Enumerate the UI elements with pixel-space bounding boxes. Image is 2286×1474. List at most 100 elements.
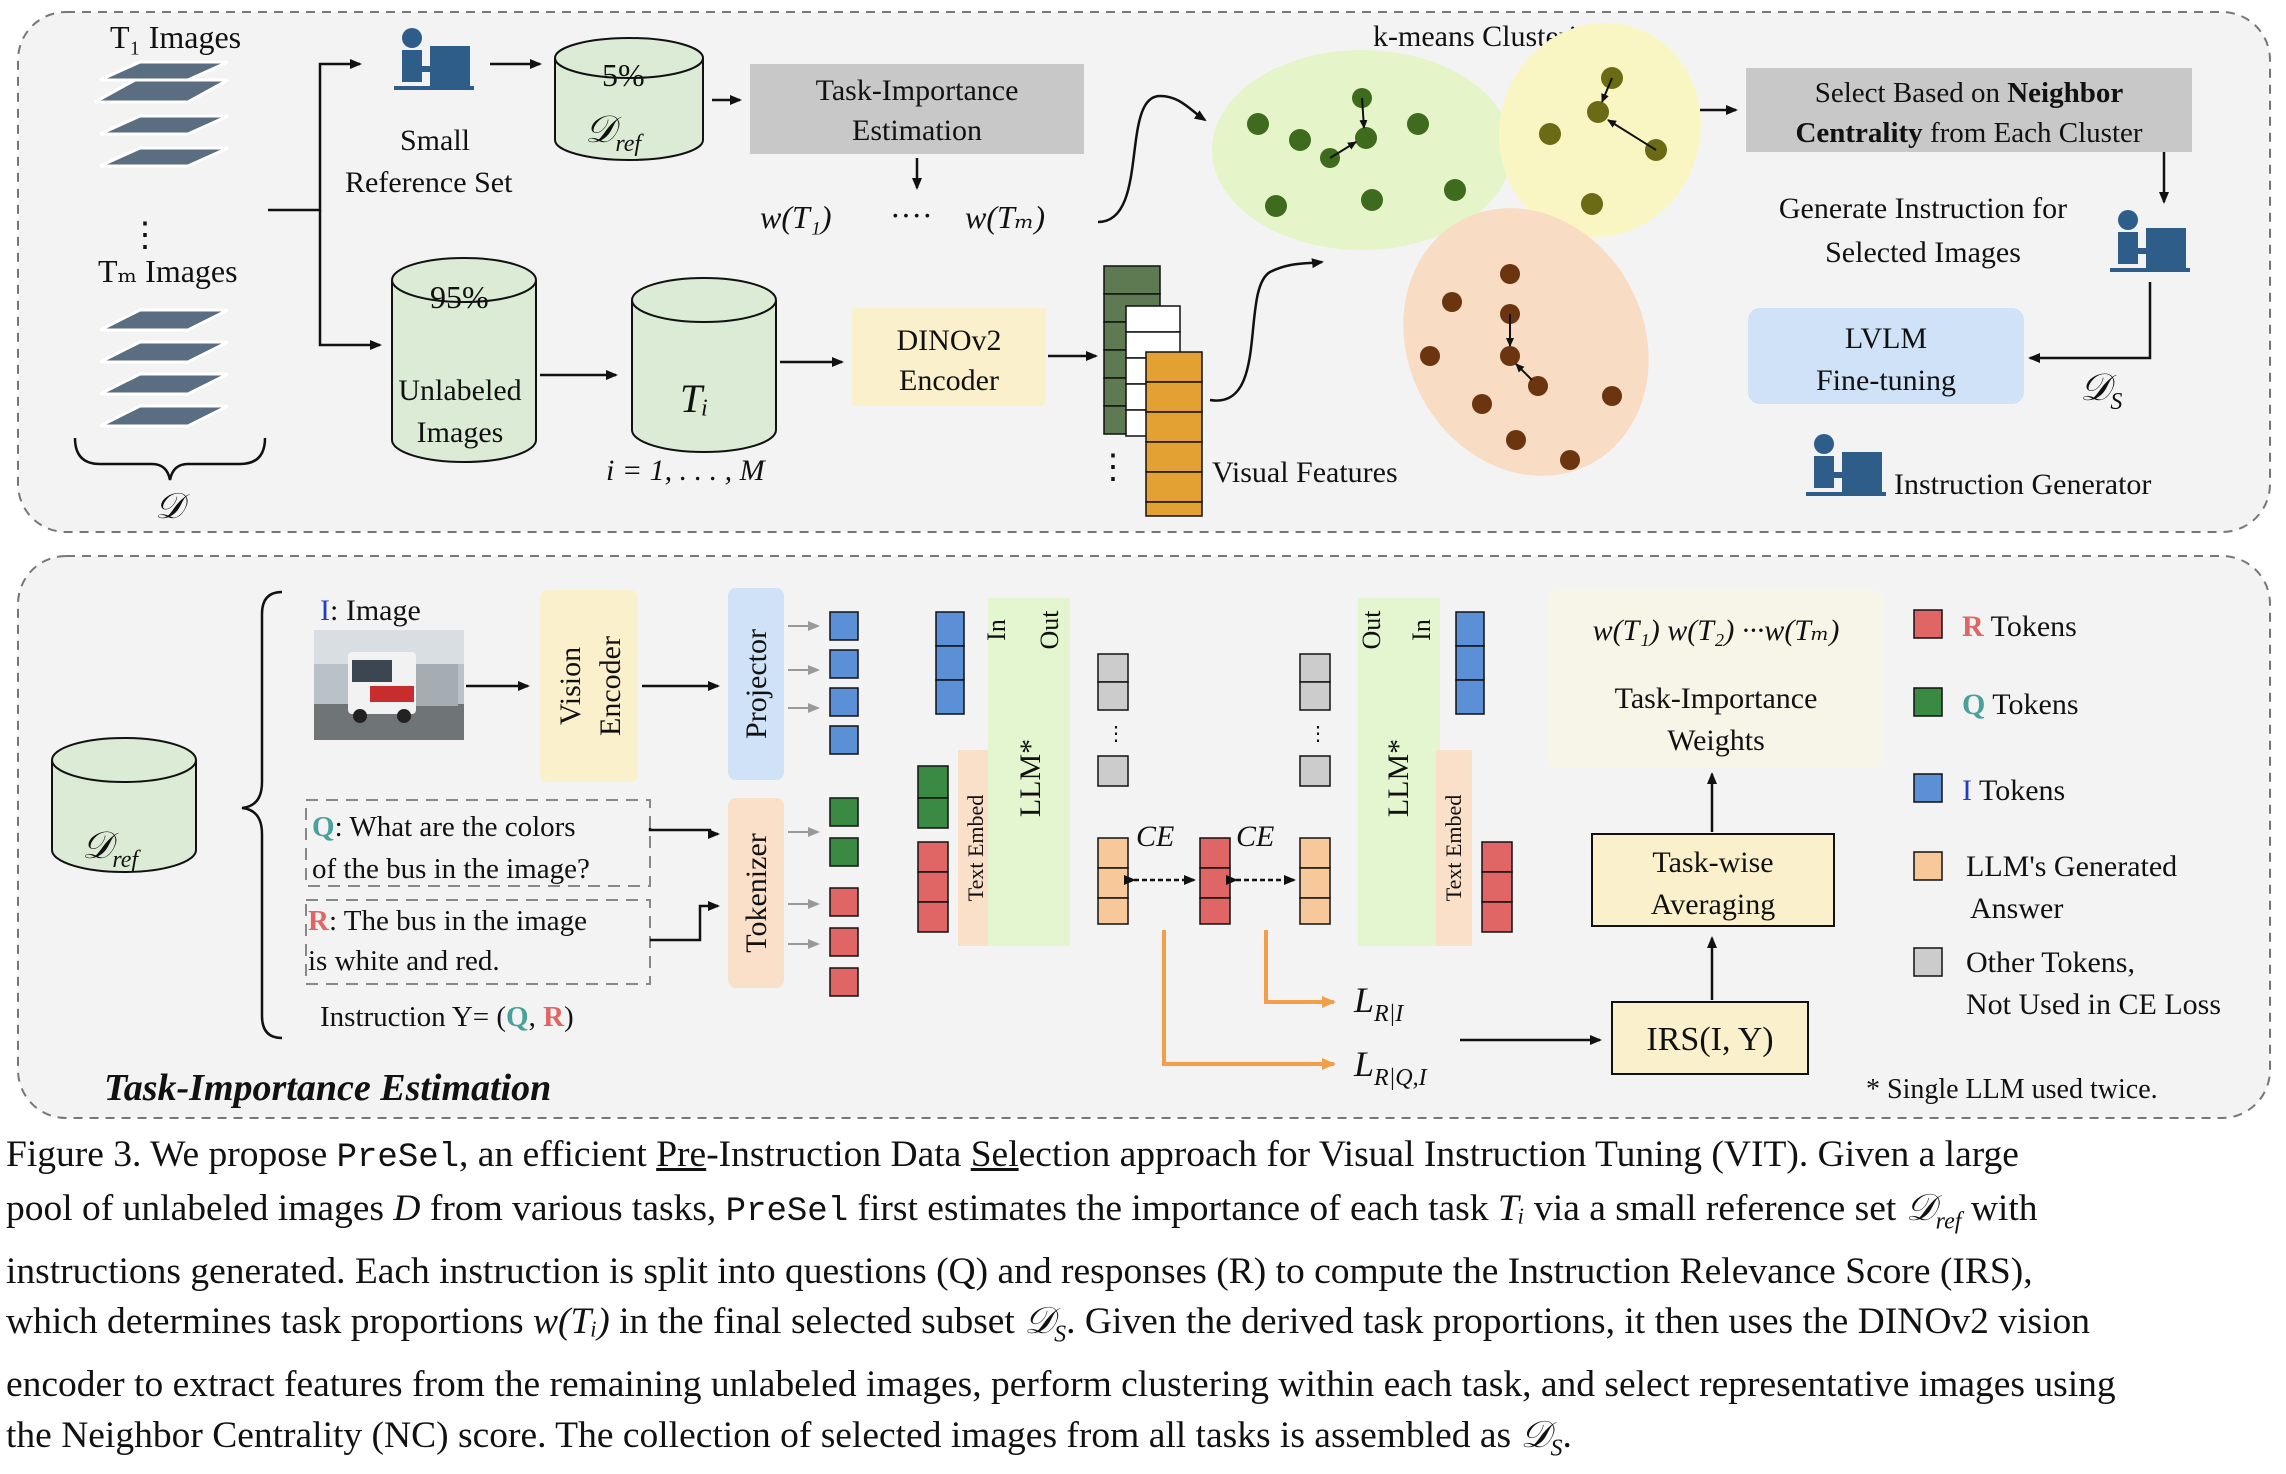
select-line1: Select Based on Neighbor xyxy=(1815,77,2124,109)
tie-line1: Task-Importance xyxy=(816,74,1019,107)
lvlm-line1: LVLM xyxy=(1845,322,1927,355)
ce-left: CE xyxy=(1136,820,1174,853)
lvlm-finetuning-box xyxy=(1748,308,2024,404)
cluster-green-link1 xyxy=(1359,97,1368,129)
loss-arrow-r-qi xyxy=(1162,930,1336,1070)
loss-r-i: LR|I xyxy=(1353,980,1404,1027)
caption-line-6: the Neighbor Centrality (NC) score. The … xyxy=(6,1414,1572,1462)
input-brace xyxy=(241,590,283,1040)
legend-swatch-r xyxy=(1913,609,1943,639)
question-box xyxy=(305,799,651,887)
llm2-generated-answer xyxy=(1299,837,1331,925)
question-tokens-column xyxy=(829,797,859,867)
caption-line-1: Figure 3. We propose PreSel, an efficien… xyxy=(6,1134,2019,1177)
arrow-to-ref xyxy=(268,59,362,212)
llm2-image-tokens xyxy=(1455,611,1485,715)
legend-r: R Tokens xyxy=(1962,610,2077,643)
arrow-features-to-clusters xyxy=(1209,258,1324,402)
unlabeled-percent: 95% xyxy=(430,279,489,315)
image-label: I: Image xyxy=(320,594,421,627)
caption-line-4: which determines task proportions w(Tᵢ) … xyxy=(6,1301,2090,1348)
arrow-to-lvlm xyxy=(2028,282,2152,363)
select-box xyxy=(1746,68,2192,152)
tokenizer-box xyxy=(728,798,784,988)
visual-features-label: Visual Features xyxy=(1212,456,1398,489)
question-line2: of the bus in the image? xyxy=(312,853,590,885)
task-wise-line1: Task-wise xyxy=(1652,846,1773,879)
arrow-response-to-tokenizer xyxy=(650,901,720,942)
instruction-generator-icon-2 xyxy=(2110,210,2190,272)
task-cylinder xyxy=(631,277,777,453)
caption-line-3: instructions generated. Each instruction… xyxy=(6,1250,2033,1292)
vision-encoder-line2: Encoder xyxy=(594,636,627,736)
feature-dots: ⋮ xyxy=(1096,449,1130,486)
legend-generated-line2: Answer xyxy=(1970,892,2063,925)
irs-label: IRS(I, Y) xyxy=(1646,1021,1773,1058)
llm1-box xyxy=(988,598,1070,946)
llm2-box xyxy=(1358,598,1440,946)
cluster-yellow-link1 xyxy=(1601,77,1613,103)
small-ref-line2: Reference Set xyxy=(345,166,513,199)
task-wise-averaging-box xyxy=(1591,833,1835,927)
llm2-in-label: In xyxy=(1407,619,1436,641)
llm2-text-embed-label: Text Embed xyxy=(1441,795,1466,902)
llm2-out-label: Out xyxy=(1357,610,1386,650)
vision-encoder-box xyxy=(540,590,638,782)
response-line2: is white and red. xyxy=(308,945,500,977)
legend-other-line1: Other Tokens, xyxy=(1966,946,2135,979)
lvlm-line2: Fine-tuning xyxy=(1816,364,1956,397)
tokenizer-label: Tokenizer xyxy=(740,833,773,953)
legend: R Tokens Q Tokens I Tokens LLM's Generat… xyxy=(1913,609,2221,1021)
figure-caption: Figure 3. We propose PreSel, an efficien… xyxy=(6,1130,2278,1474)
dinov2-line1: DINOv2 xyxy=(897,324,1002,357)
task-importance-box xyxy=(750,64,1084,154)
llm1-token-dots: ⋮ xyxy=(1106,723,1126,745)
llm2-text-embed xyxy=(1436,750,1472,946)
task-i-symbol: Tᵢ xyxy=(680,376,709,421)
vertical-dots: ⋮ xyxy=(128,217,162,254)
cluster-peach-points xyxy=(1420,264,1622,470)
t1-image-stack xyxy=(94,60,229,168)
dinov2-line2: Encoder xyxy=(899,364,999,397)
tm-images-label: Tₘ Images xyxy=(98,253,238,289)
task-importance-weights-box xyxy=(1548,590,1884,768)
ce-right: CE xyxy=(1236,820,1274,853)
legend-swatch-other xyxy=(1913,947,1943,977)
generate-line1: Generate Instruction for xyxy=(1779,192,2067,225)
llm1-in-label: In xyxy=(982,619,1011,641)
llm1-label: LLM* xyxy=(1014,739,1047,817)
legend-other-line2: Not Used in CE Loss xyxy=(1966,988,2221,1021)
question-line1: Q: What are the colors xyxy=(312,811,576,843)
bus-image xyxy=(314,630,464,740)
cluster-peach xyxy=(1403,208,1649,476)
unlabeled-cylinder xyxy=(391,257,537,463)
llm2-response-tokens xyxy=(1481,841,1513,933)
llm1-response-tokens xyxy=(917,841,949,933)
loss-arrow-r-i xyxy=(1264,930,1336,1008)
pipeline-diagram: T₁ Images ⋮ Tₘ Images 𝒟 Small Reference … xyxy=(17,11,2271,1119)
cluster-green xyxy=(1212,50,1512,250)
section-title: Task-Importance Estimation xyxy=(104,1067,551,1109)
llm1-question-tokens xyxy=(917,765,949,829)
cluster-yellow xyxy=(1499,22,1701,238)
response-box xyxy=(305,899,651,985)
instruction-label: Instruction Y= (Q, R) xyxy=(320,1001,574,1033)
cluster-yellow-link2 xyxy=(1607,119,1657,151)
unlabeled-line2: Images xyxy=(417,416,504,449)
tm-image-stack xyxy=(99,308,229,428)
llm1-other-tokens xyxy=(1097,653,1129,787)
image-tokens-column xyxy=(829,611,859,755)
llm1-image-tokens xyxy=(935,611,965,715)
single-llm-note: * Single LLM used twice. xyxy=(1866,1074,2158,1105)
select-line2: Centrality from Each Cluster xyxy=(1795,117,2142,149)
ref-percent: 5% xyxy=(602,57,645,93)
small-ref-line1: Small xyxy=(400,124,470,157)
tiw-line2: Weights xyxy=(1667,724,1765,757)
weights-sequence: w(T₁) w(T₂) ···w(Tₘ) xyxy=(1593,614,1840,647)
arrow-to-unlabeled xyxy=(318,210,382,350)
legend-q: Q Tokens xyxy=(1962,688,2079,721)
visual-feature-stack-orange xyxy=(1145,351,1203,517)
weight-last: w(Tₘ) xyxy=(965,199,1045,235)
instruction-generator-icon-legend xyxy=(1806,434,1886,496)
projector-box xyxy=(728,588,784,780)
